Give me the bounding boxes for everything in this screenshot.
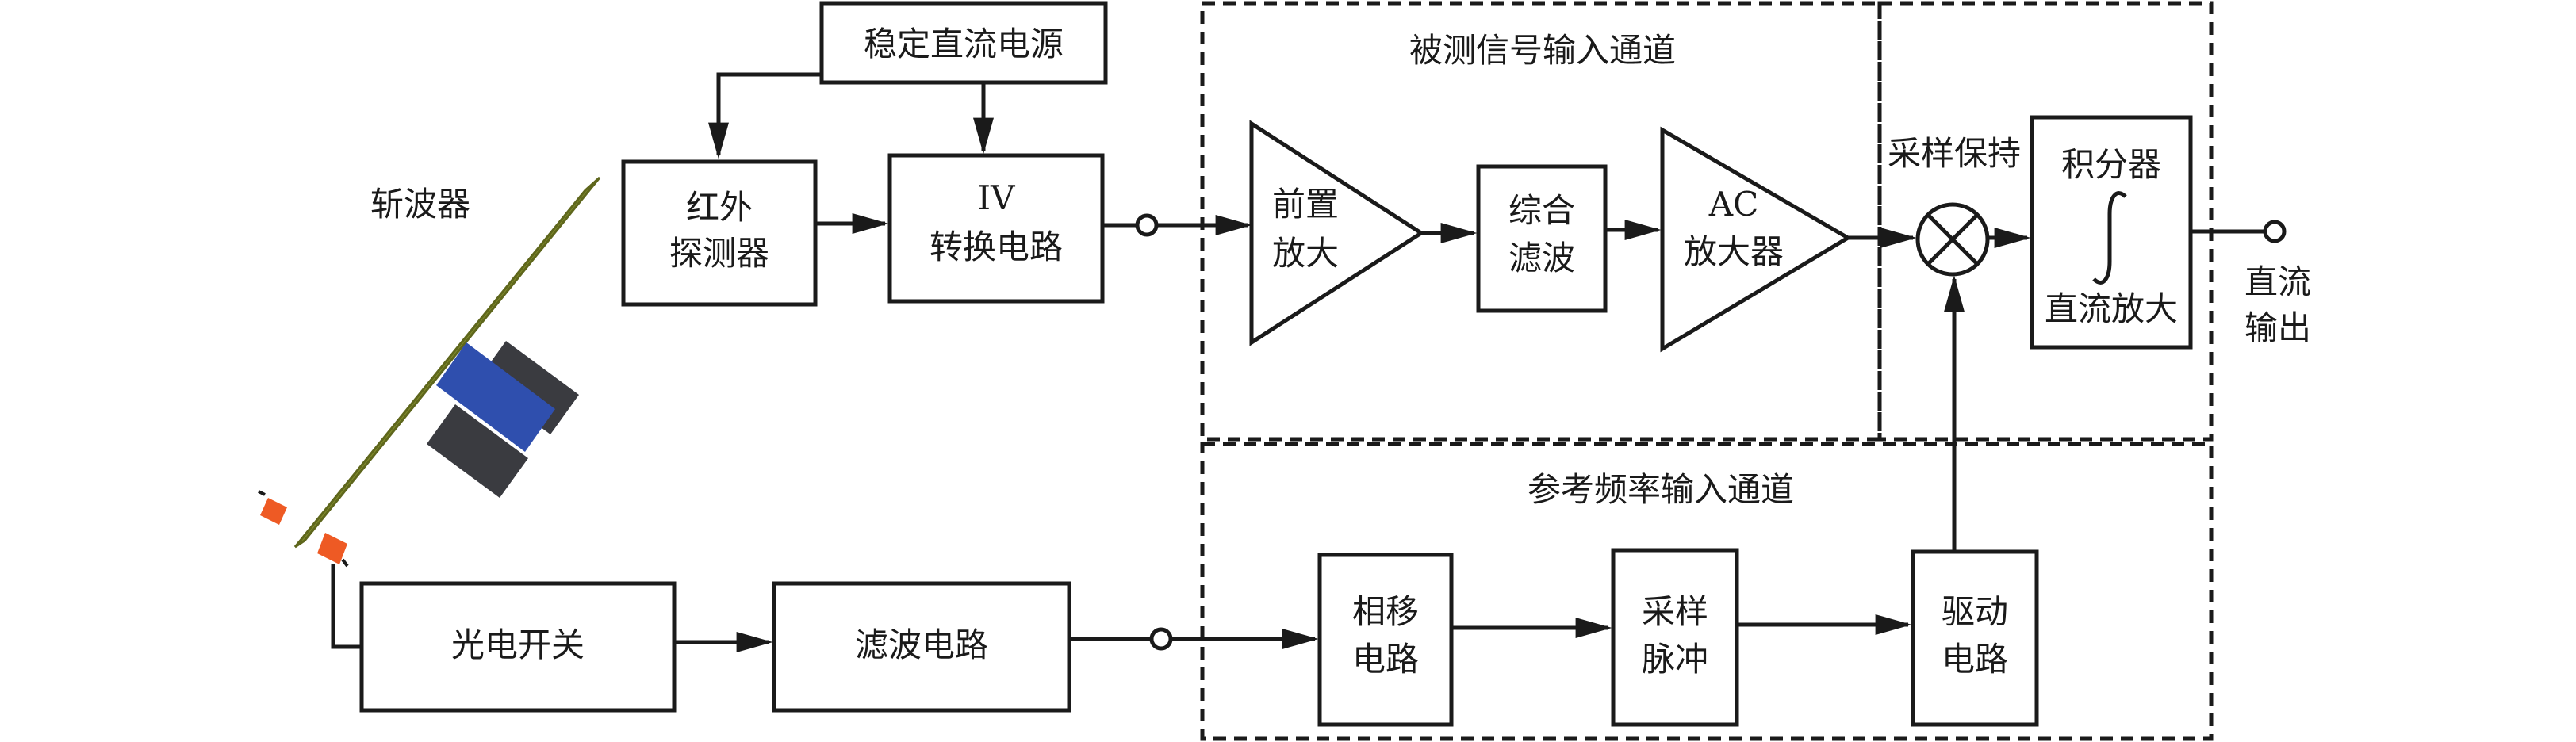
driver-label-1: 驱动 [1942,592,2008,631]
preamp-triangle [1249,120,1425,346]
photo-switch-label: 光电开关 [451,625,585,664]
sample-hold-frame [1877,1,2214,442]
sampling-pulse-label-2: 脉冲 [1642,640,1708,679]
ir-detector-label-1: 红外 [686,188,753,227]
sensor-to-photoswitch-wire [331,564,362,649]
driver-label-2: 电路 [1942,640,2008,679]
reference-channel-frame [1200,442,2214,741]
multiplier-icon [1915,202,1990,277]
dc-output-label-1: 直流 [2244,262,2311,301]
integrator-label-top: 积分器 [2061,145,2161,184]
reference-input-terminal [1149,627,1173,651]
filter-circuit-block [772,581,1071,713]
dc-output-label-2: 输出 [2244,308,2311,347]
chopper-icon [293,176,601,549]
sensor-receiver-lead [341,558,349,568]
ir-detector-block [621,159,818,307]
power-supply-block [819,1,1108,85]
chopper-label: 斩波器 [370,185,470,224]
ac-amp-triangle [1660,126,1852,353]
preamp-label-1: 前置 [1272,185,1339,224]
signal-channel-title: 被测信号输入通道 [1409,31,1676,70]
integrator-label-bottom: 直流放大 [2045,289,2178,328]
ir-detector-label-2: 探测器 [669,234,769,273]
integral-icon [2092,191,2127,285]
optical-sensor-icon [258,490,349,568]
filter-circuit-label: 滤波电路 [855,625,988,664]
motor-housing-front [427,404,528,498]
driver-block [1911,549,2039,727]
reference-channel-title: 参考频率输入通道 [1528,470,1794,509]
power-supply-label: 稳定直流电源 [864,25,1064,63]
phase-shift-label-2: 电路 [1352,640,1419,679]
phase-shift-block [1317,553,1454,727]
chopper-blade [293,176,601,549]
filter-label-2: 滤波 [1508,239,1575,277]
dc-output-terminal [2263,220,2287,243]
sampling-pulse-block [1611,548,1739,727]
sample-hold-title: 采样保持 [1888,134,2021,173]
iv-converter-label-2: 转换电路 [930,228,1063,266]
ac-amp-label-2: 放大器 [1684,232,1784,271]
iv-output-terminal [1135,213,1159,237]
phase-shift-label-1: 相移 [1352,592,1419,631]
filter-block [1476,164,1608,313]
iv-converter-label-1: IV [978,178,1016,217]
photo-switch-block [359,581,677,713]
ac-amp-label-1: AC [1708,185,1758,224]
sensor-receiver [317,533,347,564]
power-to-detector-wire [708,72,822,159]
sensor-emitter [260,498,287,525]
preamp-label-2: 放大 [1272,234,1339,273]
motor-body [436,342,555,452]
filter-label-1: 综合 [1508,191,1575,230]
sensor-emitter-lead [258,490,266,496]
signal-channel-frame [1200,1,1882,442]
sampling-pulse-label-1: 采样 [1642,592,1708,631]
iv-converter-block [887,153,1105,304]
